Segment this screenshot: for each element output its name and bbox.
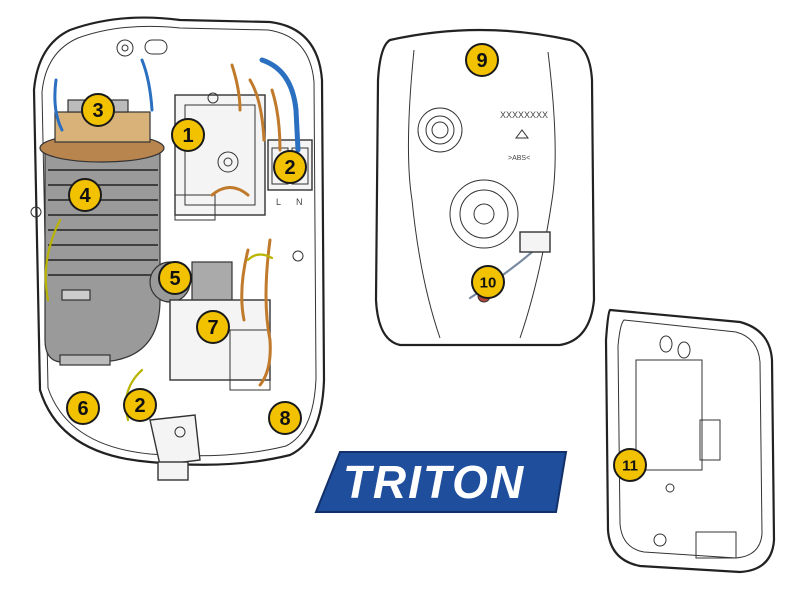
cover-model-code: XXXXXXXX <box>500 110 548 120</box>
callout-8: 8 <box>268 401 302 435</box>
heater-fins <box>48 169 158 276</box>
callout-2-terminal: 2 <box>273 150 307 184</box>
svg-text:7: 7 <box>207 317 218 339</box>
svg-text:9: 9 <box>476 50 487 72</box>
brand-logo: TRITON <box>314 451 568 513</box>
svg-text:2: 2 <box>284 157 295 179</box>
callout-3: 3 <box>81 93 115 127</box>
callout-1: 1 <box>171 118 205 152</box>
logo-text: TRITON <box>343 456 525 508</box>
svg-text:8: 8 <box>279 408 290 430</box>
svg-text:6: 6 <box>77 398 88 420</box>
callout-10: 10 <box>471 265 505 299</box>
svg-text:10: 10 <box>480 275 497 292</box>
rear-shroud <box>604 308 776 574</box>
terminal-label-neutral: N <box>296 197 303 207</box>
svg-text:1: 1 <box>182 125 193 147</box>
callout-6: 6 <box>66 391 100 425</box>
cover-recycle-code: >ABS< <box>508 155 530 162</box>
svg-text:3: 3 <box>92 100 103 122</box>
terminal-label-live: L <box>276 197 281 207</box>
svg-text:5: 5 <box>169 268 180 290</box>
callout-4: 4 <box>68 178 102 212</box>
svg-text:4: 4 <box>79 185 91 207</box>
callout-11: 11 <box>613 448 647 482</box>
svg-text:2: 2 <box>134 395 145 417</box>
callout-2-earth: 2 <box>123 388 157 422</box>
svg-text:11: 11 <box>622 458 638 475</box>
callout-5: 5 <box>158 261 192 295</box>
front-cover: XXXXXXXX >ABS< <box>374 28 596 347</box>
callout-9: 9 <box>465 43 499 77</box>
callout-7: 7 <box>196 310 230 344</box>
